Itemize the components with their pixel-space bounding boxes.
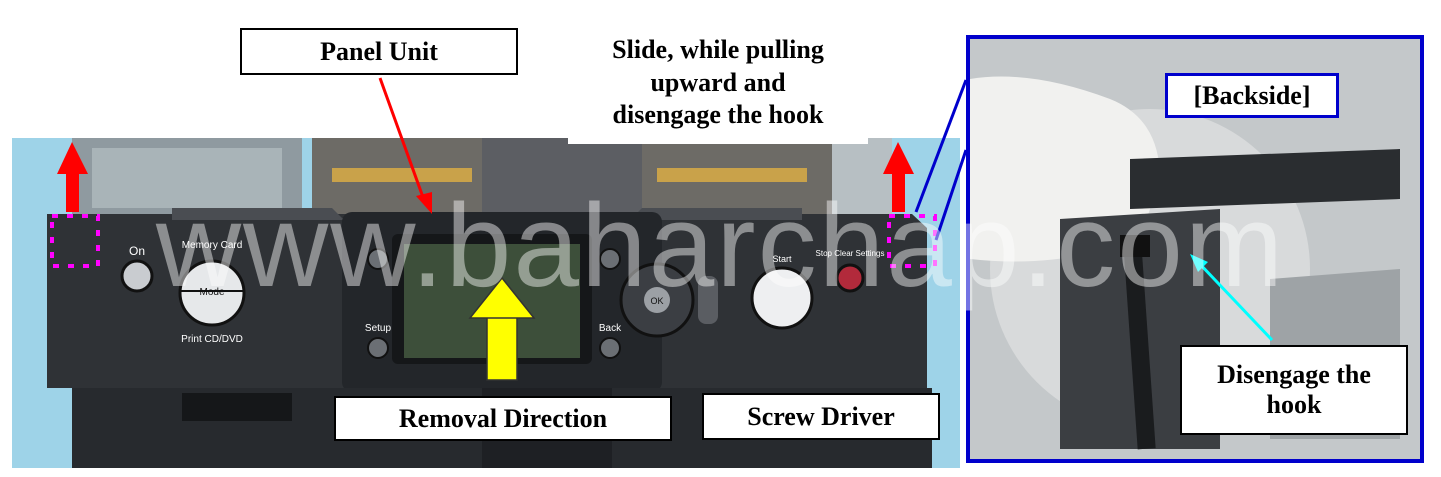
inset-connector-top xyxy=(914,79,968,213)
back-button xyxy=(599,337,621,359)
chassis-plate xyxy=(92,148,282,208)
start-caption: Start xyxy=(772,254,792,264)
red-up-arrow-right xyxy=(883,142,914,212)
panel-unit-label: Panel Unit xyxy=(240,28,518,75)
screwdriver-tip xyxy=(1120,235,1150,257)
yellow-removal-arrow xyxy=(468,276,536,381)
center-housing xyxy=(482,138,642,218)
cyan-hook-arrow xyxy=(1190,254,1274,342)
panel-unit-leader-arrow xyxy=(378,77,432,214)
removal-direction-text: Removal Direction xyxy=(398,403,608,433)
rail-left xyxy=(332,168,472,182)
panel-edge xyxy=(1130,149,1400,209)
slide-instruction-label: Slide, while pulling upward and disengag… xyxy=(568,34,868,144)
removal-direction-label: Removal Direction xyxy=(334,396,672,441)
memory-card-caption: Memory Card xyxy=(182,240,243,251)
disengage-hook-line-2: hook xyxy=(1266,390,1322,419)
rail-right xyxy=(657,168,807,182)
backside-text: [Backside] xyxy=(1193,80,1311,110)
slide-instruction-line-2: upward and xyxy=(650,67,786,97)
zoom-rocker xyxy=(698,276,718,324)
backside-label: [Backside] xyxy=(1165,73,1339,118)
on-button xyxy=(120,259,154,293)
disengage-hook-label: Disengage the hook xyxy=(1180,345,1408,435)
hook-marker-left xyxy=(50,214,100,268)
hook-marker-right xyxy=(887,214,937,268)
screwdriver-shaft xyxy=(1123,238,1156,450)
setup-button xyxy=(367,337,389,359)
ok-button xyxy=(644,287,670,313)
start-button xyxy=(750,266,814,330)
mode-caption: Mode xyxy=(199,287,224,298)
front-slot xyxy=(182,393,292,421)
stop-caption: Stop Clear Settings xyxy=(816,249,885,258)
mode-dial xyxy=(178,259,246,327)
stop-button xyxy=(835,263,865,293)
menu-button xyxy=(367,248,389,270)
red-up-arrow-left xyxy=(57,142,88,212)
inner-chassis-right xyxy=(832,138,892,218)
print-cd-caption: Print CD/DVD xyxy=(181,334,243,345)
gloved-hand xyxy=(970,76,1160,262)
slide-instruction-line-1: Slide, while pulling xyxy=(612,35,824,64)
slide-instruction-line-3: disengage the hook xyxy=(612,100,824,129)
back-caption: Back xyxy=(599,323,622,334)
ok-caption: OK xyxy=(650,296,663,306)
display-button xyxy=(599,248,621,270)
inset-connector-bottom xyxy=(934,149,968,241)
screw-driver-text: Screw Driver xyxy=(747,401,895,431)
screw-driver-label: Screw Driver xyxy=(702,393,940,440)
disengage-hook-line-1: Disengage the xyxy=(1217,360,1371,390)
setup-caption: Setup xyxy=(365,323,392,334)
panel-unit-text: Panel Unit xyxy=(320,36,438,66)
on-caption: On xyxy=(129,244,145,258)
